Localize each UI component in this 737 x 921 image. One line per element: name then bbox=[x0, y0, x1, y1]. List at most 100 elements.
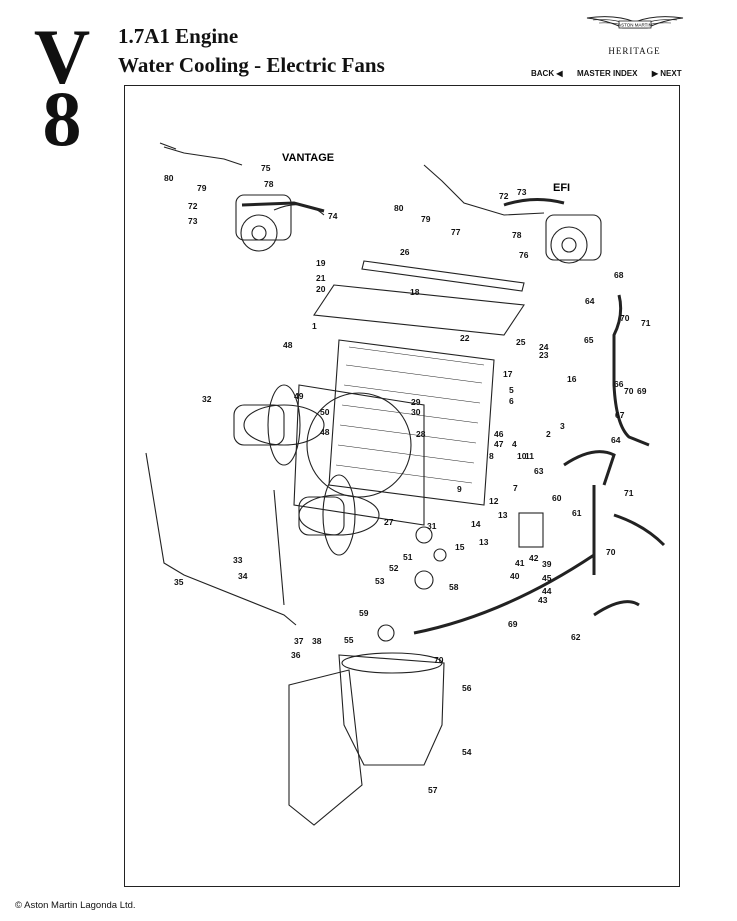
callout: 57 bbox=[428, 785, 438, 795]
next-arrow-icon: ▶ bbox=[651, 69, 659, 78]
next-label: NEXT bbox=[660, 69, 682, 78]
callout: 65 bbox=[584, 335, 594, 345]
callout: 48 bbox=[283, 340, 293, 350]
callout: 32 bbox=[202, 394, 212, 404]
callout: 61 bbox=[572, 508, 582, 518]
callout: 47 bbox=[494, 439, 504, 449]
callout: 46 bbox=[494, 429, 504, 439]
callout: 45 bbox=[542, 573, 552, 583]
callout: 53 bbox=[375, 576, 385, 586]
callout: 54 bbox=[462, 747, 472, 757]
callout: 5 bbox=[509, 385, 514, 395]
diagram-drawing bbox=[145, 142, 666, 826]
callout: 80 bbox=[394, 203, 404, 213]
callout: 64 bbox=[611, 435, 621, 445]
callout: 36 bbox=[291, 650, 301, 660]
series-badge: V 8 bbox=[22, 13, 102, 162]
callout: 33 bbox=[233, 555, 243, 565]
callout: 49 bbox=[294, 391, 304, 401]
callout: 58 bbox=[449, 582, 459, 592]
callout: 73 bbox=[517, 187, 527, 197]
heritage-label: HERITAGE bbox=[608, 46, 661, 56]
callout: 67 bbox=[615, 410, 625, 420]
callout: 41 bbox=[515, 558, 525, 568]
callout: 75 bbox=[261, 163, 271, 173]
callout: 70 bbox=[434, 655, 444, 665]
callout: 71 bbox=[624, 488, 634, 498]
callout: 76 bbox=[519, 250, 529, 260]
callout: 31 bbox=[427, 521, 437, 531]
callout: 72 bbox=[499, 191, 509, 201]
diagram-frame bbox=[124, 85, 680, 887]
callout: 38 bbox=[312, 636, 322, 646]
callout: 24 bbox=[539, 342, 549, 352]
callout: 4 bbox=[512, 439, 517, 449]
callout: 18 bbox=[410, 287, 420, 297]
title-line-1: 1.7A1 Engine bbox=[118, 24, 239, 48]
callout: 29 bbox=[411, 397, 421, 407]
callout: 13 bbox=[479, 537, 489, 547]
callout: 35 bbox=[174, 577, 184, 587]
callout: 52 bbox=[389, 563, 399, 573]
callout: 7 bbox=[513, 483, 518, 493]
callout: 2 bbox=[546, 429, 551, 439]
callout: 12 bbox=[489, 496, 499, 506]
brand-block: ASTON MARTIN HERITAGE bbox=[582, 10, 687, 56]
callout: 27 bbox=[384, 517, 394, 527]
callout: 69 bbox=[508, 619, 518, 629]
callout: 22 bbox=[460, 333, 470, 343]
series-letter: V bbox=[33, 13, 91, 100]
master-index-link[interactable]: MASTER INDEX bbox=[576, 69, 638, 78]
callout: 37 bbox=[294, 636, 304, 646]
callout: 26 bbox=[400, 247, 410, 257]
callout: 44 bbox=[542, 586, 552, 596]
exploded-parts-diagram: VANTAGE EFI 80 79 75 78 72 73 74 80 79 7… bbox=[145, 142, 666, 826]
callout: 55 bbox=[344, 635, 354, 645]
logo-text: ASTON MARTIN bbox=[618, 23, 652, 28]
callout: 17 bbox=[503, 369, 513, 379]
callout: 50 bbox=[320, 407, 330, 417]
callout: 6 bbox=[509, 396, 514, 406]
callout: 59 bbox=[359, 608, 369, 618]
callout: 8 bbox=[489, 451, 494, 461]
callout: 15 bbox=[455, 542, 465, 552]
label-efi: EFI bbox=[553, 182, 570, 194]
callout: 34 bbox=[238, 571, 248, 581]
label-vantage: VANTAGE bbox=[282, 152, 334, 164]
callout: 60 bbox=[552, 493, 562, 503]
callout: 19 bbox=[316, 258, 326, 268]
back-arrow-icon: ◀ bbox=[556, 69, 563, 78]
callout: 78 bbox=[512, 230, 522, 240]
series-number: 8 bbox=[42, 75, 82, 162]
next-link[interactable]: ▶ NEXT bbox=[652, 69, 682, 78]
callout: 72 bbox=[188, 201, 198, 211]
page-title: 1.7A1 Engine Water Cooling - Electric Fa… bbox=[118, 22, 385, 80]
callout: 48 bbox=[320, 427, 330, 437]
callout: 64 bbox=[585, 296, 595, 306]
navigation-bar: BACK ◀ MASTER INDEX ▶ NEXT bbox=[531, 69, 682, 78]
callout: 16 bbox=[567, 374, 577, 384]
callout: 23 bbox=[539, 350, 549, 360]
callout: 68 bbox=[614, 270, 624, 280]
callout: 40 bbox=[510, 571, 520, 581]
callout: 3 bbox=[560, 421, 565, 431]
callout: 1 bbox=[312, 321, 317, 331]
callout: 70 bbox=[606, 547, 616, 557]
title-line-2: Water Cooling - Electric Fans bbox=[118, 53, 385, 77]
callout: 80 bbox=[164, 173, 174, 183]
callout: 13 bbox=[498, 510, 508, 520]
callout: 11 bbox=[525, 451, 534, 461]
callout: 77 bbox=[451, 227, 461, 237]
callout: 28 bbox=[416, 429, 426, 439]
callout: 63 bbox=[534, 466, 544, 476]
callout: 73 bbox=[188, 216, 198, 226]
copyright-notice: © Aston Martin Lagonda Ltd. bbox=[15, 900, 136, 911]
callout: 51 bbox=[403, 552, 413, 562]
callout: 30 bbox=[411, 407, 421, 417]
callout: 74 bbox=[328, 211, 338, 221]
callout: 71 bbox=[641, 318, 651, 328]
callout: 70 bbox=[620, 313, 630, 323]
back-link[interactable]: BACK ◀ bbox=[531, 69, 563, 78]
callout: 79 bbox=[197, 183, 207, 193]
callout: 21 bbox=[316, 273, 326, 283]
